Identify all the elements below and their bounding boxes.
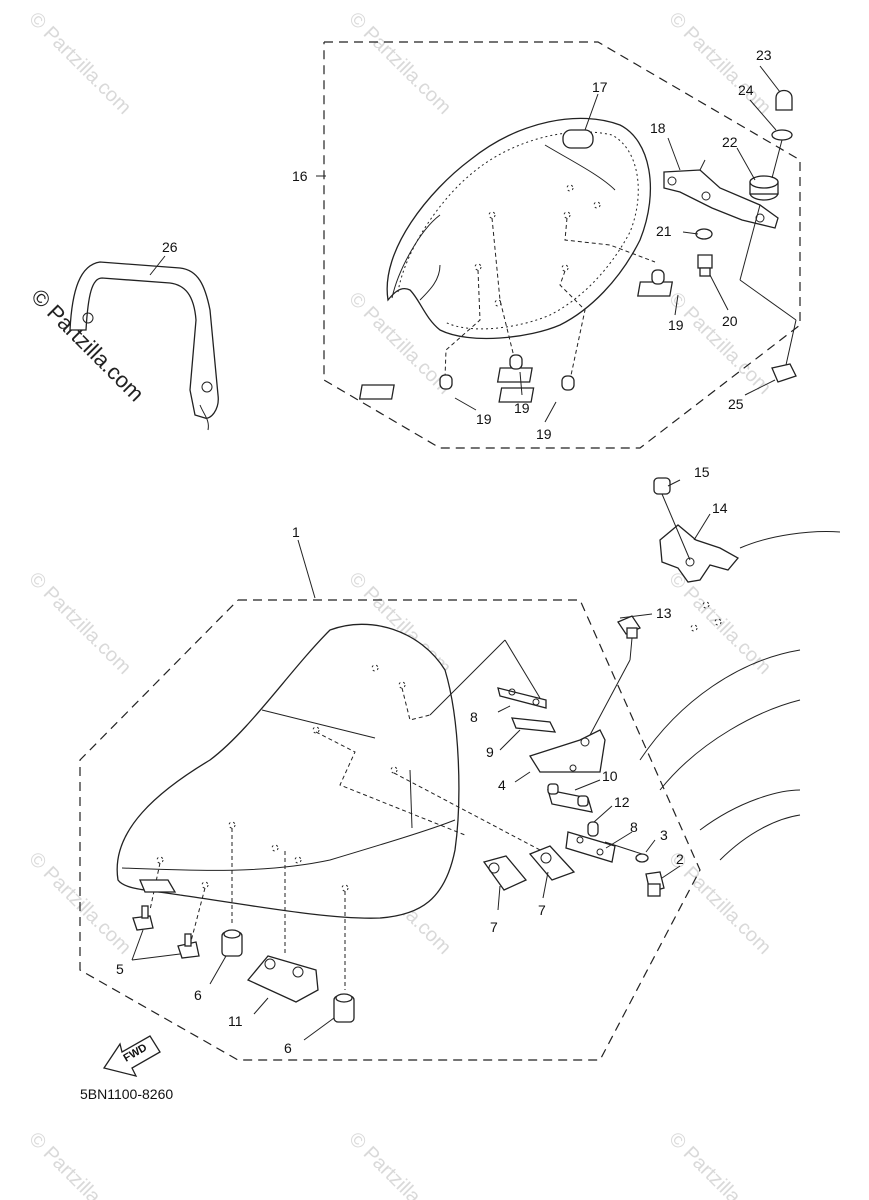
watermark: © Partzilla.com	[344, 8, 455, 119]
watermark: © Partzilla.com	[664, 288, 775, 399]
cap-nut	[775, 89, 793, 111]
callouts: 23 24 17 18 22 16 21 26 19 20 19 19 19 2…	[116, 47, 772, 1056]
plate	[510, 717, 557, 733]
leader-lines	[209, 65, 781, 1041]
mount-bolt	[177, 933, 200, 959]
plate	[497, 687, 547, 709]
washer	[695, 228, 713, 240]
front-seat-group-outline	[79, 599, 701, 1061]
callout-18: 18	[650, 120, 666, 136]
callout-26: 26	[162, 239, 178, 255]
callout-14: 14	[712, 500, 728, 516]
callout-12: 12	[614, 794, 630, 810]
bracket	[663, 169, 779, 229]
callout-19: 19	[668, 317, 684, 333]
rear-seat-group	[316, 41, 801, 449]
watermark: © Partzilla.com	[664, 8, 775, 119]
rear-seat	[386, 117, 652, 340]
socket-bolt	[653, 477, 671, 495]
callout-5: 5	[116, 961, 124, 977]
watermark: © Partzilla.com	[664, 568, 775, 679]
seat-tab	[562, 129, 594, 149]
seat-bracket	[529, 729, 606, 773]
fender-outline	[739, 531, 841, 549]
callout-19: 19	[536, 426, 552, 442]
callout-22: 22	[722, 134, 738, 150]
callout-21: 21	[656, 223, 672, 239]
callout-20: 20	[722, 313, 738, 329]
callout-15: 15	[694, 464, 710, 480]
clip	[358, 374, 453, 400]
callout-11: 11	[228, 1013, 243, 1029]
front-seat-group	[79, 65, 841, 1061]
callout-23: 23	[756, 47, 772, 63]
washer	[771, 129, 793, 141]
bushing	[587, 821, 599, 837]
drawing-code: 5BN1100-8260	[80, 1086, 173, 1102]
callout-2: 2	[676, 851, 684, 867]
plate	[565, 831, 616, 863]
callout-25: 25	[728, 396, 744, 412]
spacer	[333, 993, 355, 1023]
seat-stay	[139, 879, 177, 893]
callout-6: 6	[194, 987, 202, 1003]
callout-13: 13	[656, 605, 672, 621]
callout-8: 8	[630, 819, 638, 835]
callout-3: 3	[660, 827, 668, 843]
front-seat	[116, 623, 460, 919]
rear-seat-group-outline	[323, 41, 801, 449]
clip	[637, 269, 674, 297]
clip	[498, 375, 575, 403]
callout-16: 16	[292, 168, 308, 184]
callout-10: 10	[602, 768, 618, 784]
callout-19: 19	[514, 400, 530, 416]
watermark: © Partzilla.com	[344, 1128, 455, 1200]
mount-holes	[156, 664, 406, 892]
damper-block-large	[246, 955, 319, 1003]
damper-block	[528, 845, 576, 881]
callout-17: 17	[592, 79, 608, 95]
collar-nut	[771, 363, 797, 383]
callout-4: 4	[498, 777, 506, 793]
callout-7: 7	[490, 919, 498, 935]
callout-7: 7	[538, 902, 546, 918]
watermark: © Partzilla.com	[24, 1128, 135, 1200]
washer	[635, 853, 649, 863]
callout-1: 1	[292, 524, 300, 540]
callout-24: 24	[738, 82, 754, 98]
callout-9: 9	[486, 744, 494, 760]
callout-19: 19	[476, 411, 492, 427]
damper-block	[482, 855, 528, 891]
callout-8: 8	[470, 709, 478, 725]
clip	[496, 354, 533, 383]
mount-bolt	[132, 905, 154, 931]
watermark-layer: © Partzilla.com © Partzilla.com © Partzi…	[24, 8, 775, 1200]
spacer	[221, 929, 243, 957]
watermark: © Partzilla.com	[24, 568, 135, 679]
watermark: © Partzilla.com	[664, 1128, 775, 1200]
watermark: © Partzilla.com	[24, 8, 135, 119]
callout-6: 6	[284, 1040, 292, 1056]
bolt	[697, 254, 713, 269]
seat-strap	[69, 255, 219, 431]
mount-bracket	[659, 524, 740, 583]
forward-arrow: FWD	[102, 1035, 161, 1077]
